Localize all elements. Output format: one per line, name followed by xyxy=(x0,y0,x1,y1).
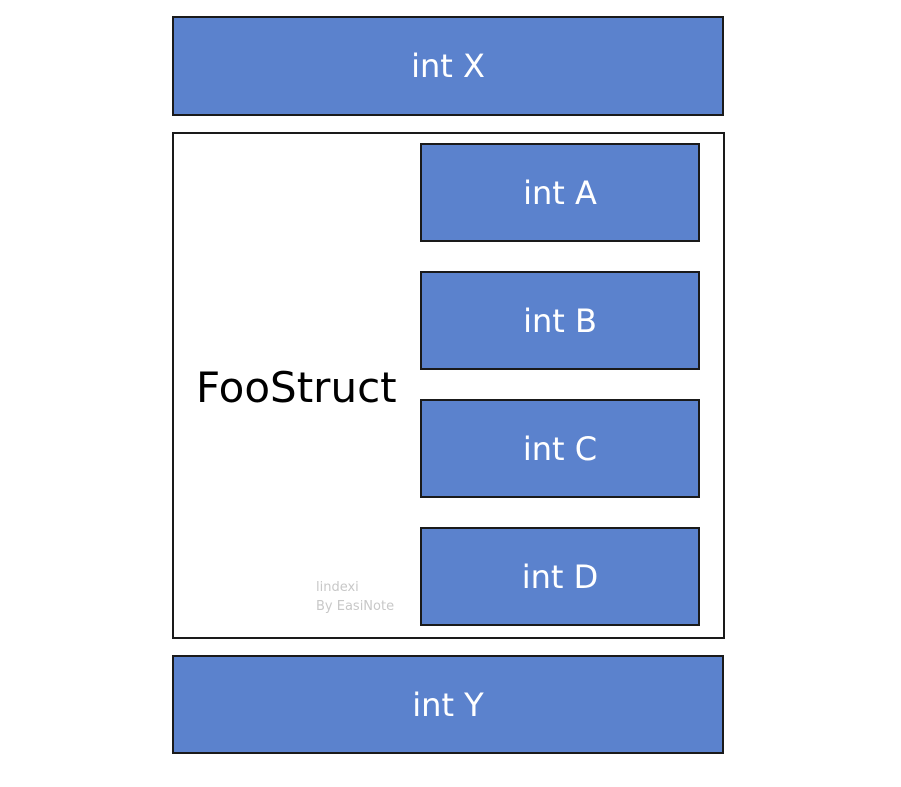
field-int-x: int X xyxy=(172,16,724,116)
struct-field-int-b: int B xyxy=(420,271,700,370)
watermark-credit: By EasiNote xyxy=(316,599,395,614)
struct-field-label: int D xyxy=(521,557,599,596)
struct-field-int-c: int C xyxy=(420,399,700,498)
struct-field-int-d: int D xyxy=(420,527,700,626)
watermark: lindexi By EasiNote xyxy=(316,578,394,616)
foostruct-name: FooStruct xyxy=(196,363,397,412)
field-int-y: int Y xyxy=(172,655,724,754)
struct-field-label: int A xyxy=(523,173,597,212)
field-int-x-label: int X xyxy=(411,47,485,85)
field-int-y-label: int Y xyxy=(412,685,484,724)
struct-field-int-a: int A xyxy=(420,143,700,242)
struct-field-label: int B xyxy=(523,301,597,340)
watermark-author: lindexi xyxy=(316,580,359,595)
struct-field-label: int C xyxy=(522,429,598,468)
